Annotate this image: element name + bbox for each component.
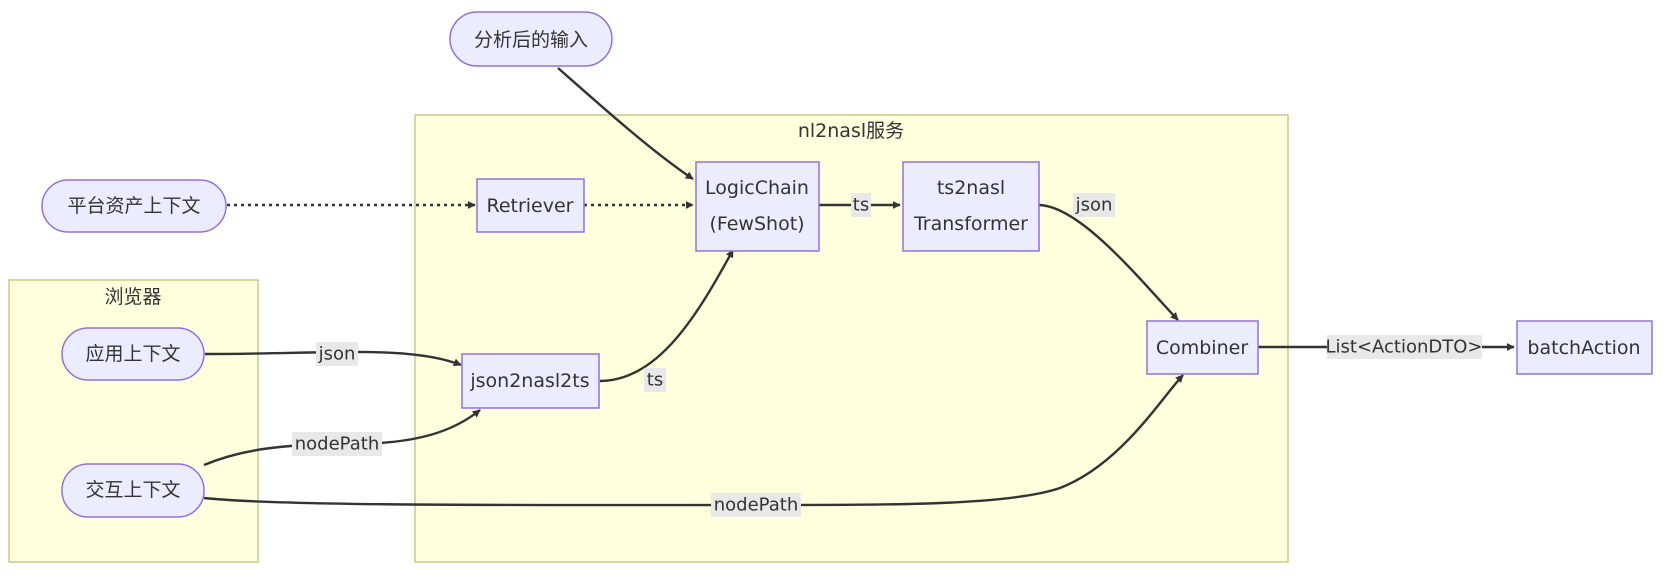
node-batch-action-label: batchAction xyxy=(1527,337,1640,359)
edge-label-list-actiondto-text: List<ActionDTO> xyxy=(1325,337,1482,358)
node-retriever-label: Retriever xyxy=(486,195,573,217)
node-interaction-context-label: 交互上下文 xyxy=(85,479,180,501)
edge-label-nodepath-1: nodePath xyxy=(292,432,382,456)
subgraph-nl2nasl-service-title: nl2nasl服务 xyxy=(798,120,904,142)
edge-labels: ts json List<ActionDTO> json ts nodePath… xyxy=(292,193,1483,517)
node-app-context-label: 应用上下文 xyxy=(85,343,180,365)
node-platform-asset-context[interactable]: 平台资产上下文 xyxy=(41,179,227,233)
node-combiner-label: Combiner xyxy=(1156,337,1248,359)
edge-label-json-2-text: json xyxy=(318,344,356,365)
node-analyzed-input-label: 分析后的输入 xyxy=(474,29,588,51)
subgraph-browser-title: 浏览器 xyxy=(104,286,161,308)
edge-label-ts-2: ts xyxy=(644,368,666,392)
node-platform-asset-context-label: 平台资产上下文 xyxy=(67,195,200,217)
edge-appctx-to-json2nasl2ts xyxy=(204,350,462,367)
node-ts2nasl-transformer[interactable]: ts2nasl Transformer xyxy=(902,161,1040,252)
edge-label-json-2: json xyxy=(316,342,358,366)
nodes: 分析后的输入 平台资产上下文 Retriever LogicChain (Few… xyxy=(41,11,1653,518)
node-ts2nasl-line1: ts2nasl xyxy=(937,177,1005,199)
node-interaction-context[interactable]: 交互上下文 xyxy=(61,463,205,518)
node-logicchain[interactable]: LogicChain (FewShot) xyxy=(695,161,820,252)
edge-label-ts-1-text: ts xyxy=(853,195,869,216)
edge-label-ts-2-text: ts xyxy=(647,370,663,391)
node-combiner[interactable]: Combiner xyxy=(1146,320,1259,375)
subgraph-browser: 浏览器 xyxy=(8,279,259,563)
edge-ts2nasl-to-combiner xyxy=(1037,203,1179,321)
node-batch-action[interactable]: batchAction xyxy=(1516,320,1653,375)
node-logicchain-line1: LogicChain xyxy=(705,177,809,199)
node-retriever[interactable]: Retriever xyxy=(476,178,585,233)
edge-interactctx-to-combiner xyxy=(203,374,1184,507)
node-analyzed-input[interactable]: 分析后的输入 xyxy=(449,11,613,67)
node-ts2nasl-line2: Transformer xyxy=(913,213,1028,235)
edge-json2nasl2ts-to-logicchain xyxy=(599,249,735,383)
node-logicchain-line2: (FewShot) xyxy=(709,213,804,235)
edge-label-json-1-text: json xyxy=(1075,195,1113,216)
node-app-context[interactable]: 应用上下文 xyxy=(61,327,205,381)
edge-label-json-1: json xyxy=(1073,193,1115,217)
edge-label-nodepath-2-text: nodePath xyxy=(714,495,798,516)
edge-label-nodepath-1-text: nodePath xyxy=(295,434,379,455)
edge-label-nodepath-2: nodePath xyxy=(711,493,801,517)
node-json2nasl2ts[interactable]: json2nasl2ts xyxy=(461,353,600,409)
edge-label-ts-1: ts xyxy=(851,193,871,217)
edge-input-to-logicchain xyxy=(557,67,694,180)
node-json2nasl2ts-label: json2nasl2ts xyxy=(469,370,589,392)
edge-label-list-actiondto: List<ActionDTO> xyxy=(1325,335,1483,359)
